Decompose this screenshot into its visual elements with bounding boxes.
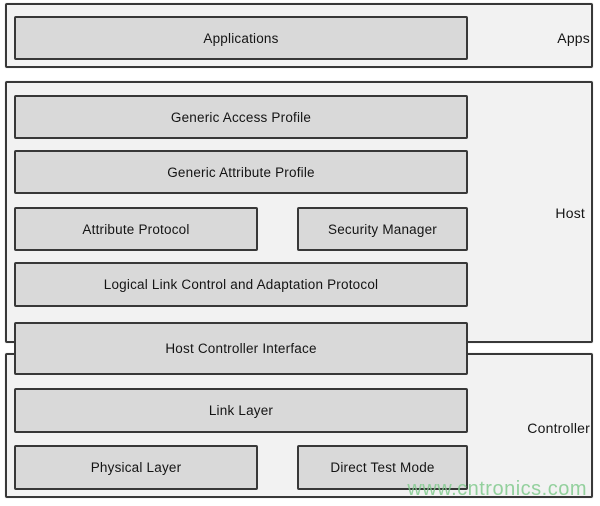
generic-attribute-profile-box: Generic Attribute Profile — [14, 150, 468, 194]
controller-section-label: Controller — [527, 420, 590, 436]
watermark-text: www.cntronics.com — [407, 478, 587, 500]
link-layer-box: Link Layer — [14, 388, 468, 433]
security-manager-box: Security Manager — [297, 207, 468, 251]
generic-access-profile-box: Generic Access Profile — [14, 95, 468, 139]
attribute-protocol-box: Attribute Protocol — [14, 207, 258, 251]
host-controller-interface-box: Host Controller Interface — [14, 322, 468, 375]
direct-test-mode-box: Direct Test Mode — [297, 445, 468, 490]
applications-box: Applications — [14, 16, 468, 60]
physical-layer-box: Physical Layer — [14, 445, 258, 490]
apps-section-label: Apps — [557, 30, 590, 46]
host-section-label: Host — [555, 205, 585, 221]
l2cap-box: Logical Link Control and Adaptation Prot… — [14, 262, 468, 307]
